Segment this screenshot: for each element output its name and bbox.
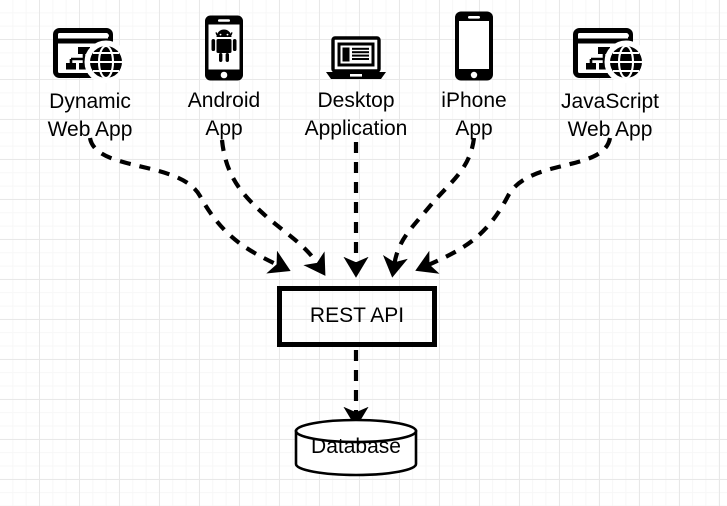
client-label-dynamic-web-app: Dynamic Web App	[47, 90, 133, 141]
client-label-iphone-app: iPhone App	[441, 89, 507, 140]
client-node-desktop-application[interactable]: Desktop Application	[278, 36, 434, 143]
client-label-desktop-application: Desktop Application	[304, 89, 408, 140]
client-label-android-app: Android App	[187, 89, 261, 140]
iphone-icon	[424, 10, 524, 87]
database-shape[interactable]	[294, 418, 418, 477]
browser-globe-icon	[20, 28, 160, 88]
client-node-javascript-web-app[interactable]: JavaScript Web App	[538, 28, 682, 144]
edge-iphone-app-to-rest-api	[382, 137, 477, 278]
browser-globe-icon	[538, 28, 682, 88]
laptop-icon	[278, 36, 434, 87]
edge-dynamic-web-app-to-rest-api	[87, 137, 291, 274]
client-label-javascript-web-app: JavaScript Web App	[560, 90, 660, 141]
database-body	[294, 429, 418, 477]
client-node-android-app[interactable]: Android App	[164, 14, 284, 143]
android-phone-icon	[164, 14, 284, 87]
edge-javascript-web-app-to-rest-api	[415, 137, 613, 274]
rest-api-box[interactable]	[277, 286, 437, 347]
client-node-iphone-app[interactable]: iPhone App	[424, 10, 524, 143]
database-top-ellipse	[294, 418, 418, 444]
client-node-dynamic-web-app[interactable]: Dynamic Web App	[20, 28, 160, 144]
edge-android-app-to-rest-api	[219, 139, 326, 276]
